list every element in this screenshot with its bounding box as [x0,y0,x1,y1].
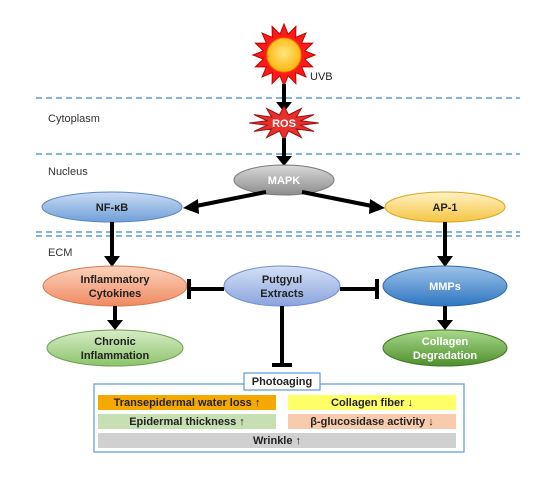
photoaging-panel: Photoaging Transepidermal water loss ↑ C… [93,372,465,453]
arrow-mmps-to-collagen-head [437,320,453,330]
arrow-mapk-to-ap1 [301,190,373,208]
ecm-label: ECM [48,247,72,259]
photoaging-title: Photoaging [252,376,313,388]
arrow-nfkb-to-cytokines-head [104,256,120,267]
nfkb-node: NF-κB [41,191,183,223]
ap1-node: AP-1 [384,191,506,223]
putgyul-extracts-label-line1: Putgyul [262,274,302,286]
uvb-label: UVB [310,71,333,83]
epidermal-thickness-cell [98,414,276,429]
chronic-inflammation-node: Chronic Inflammation [46,329,184,367]
photoaging-title-box [243,372,321,391]
mmps-node: MMPs [382,265,508,307]
arrow-mapk-to-nfkb [195,190,267,208]
putgyul-extracts-node: Putgyul Extracts [223,265,341,307]
ros-node: ROS [249,105,319,141]
cytoplasm-label: Cytoplasm [48,113,100,125]
wrinkle-text: Wrinkle ↑ [253,435,301,447]
ros-label: ROS [272,118,296,130]
nfkb-label: NF-κB [96,202,128,214]
collagen-degradation-label-line2: Degradation [413,350,477,362]
mmps-label: MMPs [429,281,461,293]
mapk-node: MAPK [233,164,335,196]
collagen-fiber-cell [288,395,456,410]
collagen-fiber-text: Collagen fiber ↓ [331,397,413,409]
arrow-ap1-to-mmps-head [437,256,453,267]
collagen-degradation-label-line1: Collagen [422,336,469,348]
collagen-degradation-node: Collagen Degradation [382,329,508,367]
wrinkle-cell [98,433,456,448]
ap1-label: AP-1 [432,202,457,214]
inflammatory-cytokines-label-line2: Cytokines [89,288,142,300]
chronic-inflammation-label-line2: Inflammation [81,350,150,362]
arrow-cytokines-to-chronic-head [107,320,123,330]
arrow-ros-to-mapk-head [276,156,292,166]
mapk-label: MAPK [268,175,300,187]
putgyul-extracts-label-line2: Extracts [260,288,303,300]
chronic-inflammation-label-line1: Chronic [94,336,136,348]
arrow-mapk-to-ap1-head [369,199,385,214]
tewl-cell [98,395,276,410]
tewl-text: Transepidermal water loss ↑ [114,397,261,409]
nucleus-label: Nucleus [48,166,88,178]
sun-icon [251,22,317,88]
epidermal-thickness-text: Epidermal thickness ↑ [129,416,245,428]
glucosidase-text: β-glucosidase activity ↓ [310,416,433,428]
inflammatory-cytokines-node: Inflammatory Cytokines [42,265,188,307]
arrow-mapk-to-nfkb-head [183,199,199,214]
glucosidase-cell [288,414,456,429]
inflammatory-cytokines-label-line1: Inflammatory [80,274,150,286]
